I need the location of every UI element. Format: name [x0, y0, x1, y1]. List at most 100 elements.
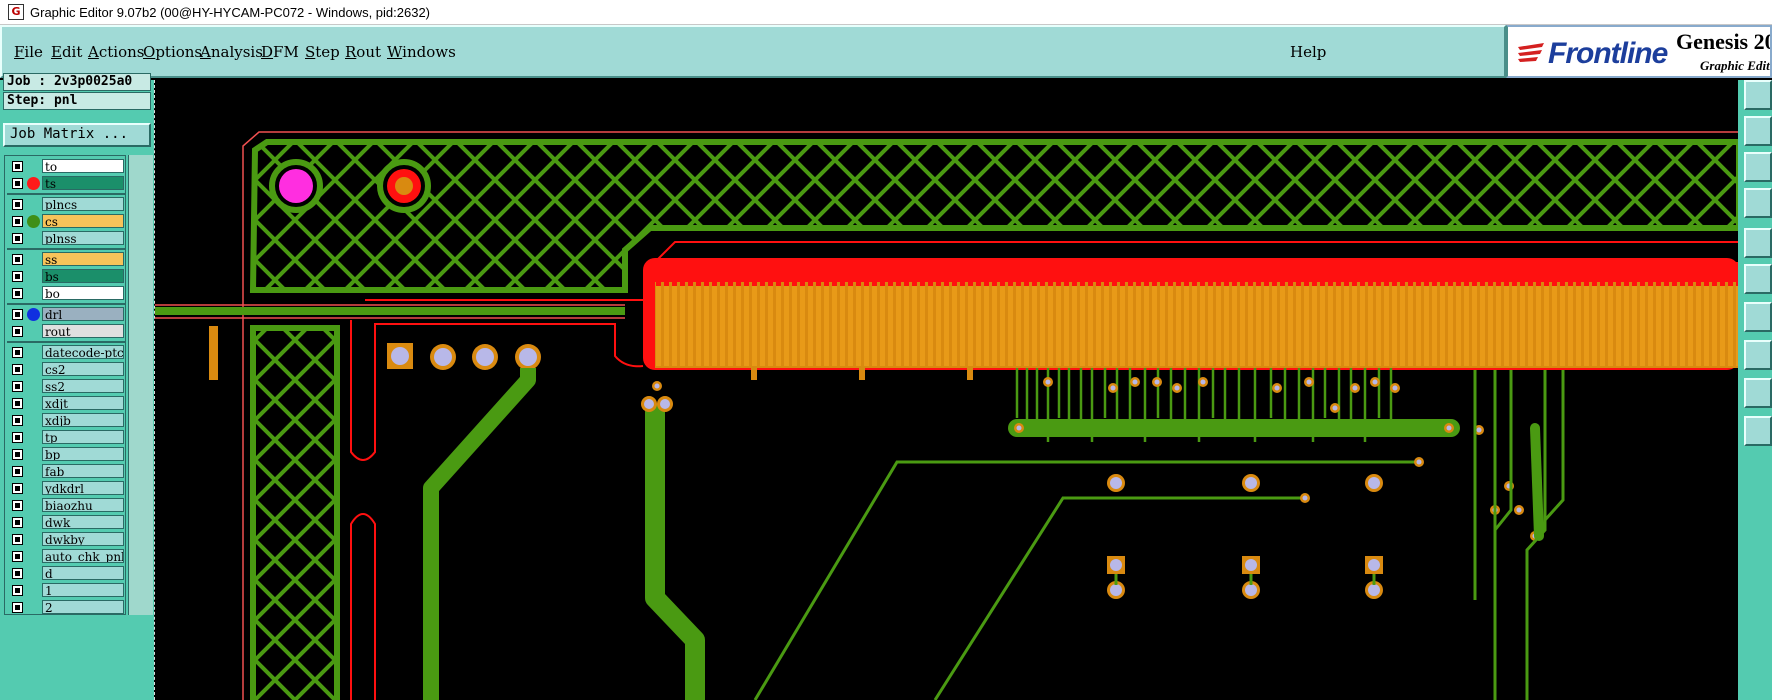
toolbar-button[interactable] — [1744, 302, 1772, 332]
layer-checkbox[interactable] — [12, 309, 23, 320]
layer-checkbox[interactable] — [12, 178, 23, 189]
layer-name[interactable]: ydkdrl — [42, 481, 124, 495]
menu-help[interactable]: Help — [1290, 43, 1327, 61]
layer-name[interactable]: ts — [42, 176, 124, 190]
layer-row[interactable]: dwkby — [7, 532, 125, 547]
layer-checkbox[interactable] — [12, 271, 23, 282]
toolbar-button[interactable] — [1744, 264, 1772, 294]
menu-actions[interactable]: Actions — [88, 43, 145, 61]
job-matrix-button[interactable]: Job Matrix ... — [3, 123, 151, 147]
layer-row[interactable]: dwk — [7, 515, 125, 530]
layer-row[interactable]: xdjb — [7, 413, 125, 428]
layer-checkbox[interactable] — [12, 517, 23, 528]
layer-checkbox[interactable] — [12, 199, 23, 210]
layer-name[interactable]: bs — [42, 269, 124, 283]
layer-checkbox[interactable] — [12, 415, 23, 426]
layer-row[interactable]: cs2 — [7, 362, 125, 377]
layer-checkbox[interactable] — [12, 347, 23, 358]
menu-edit[interactable]: Edit — [51, 43, 83, 61]
layer-name[interactable]: xdjt — [42, 396, 124, 410]
layer-name[interactable]: bp — [42, 447, 124, 461]
layer-row[interactable]: rout — [7, 324, 125, 339]
layer-name[interactable]: ss2 — [42, 379, 124, 393]
layer-name[interactable]: tp — [42, 430, 124, 444]
layer-name[interactable]: ss — [42, 252, 124, 266]
menu-windows[interactable]: Windows — [387, 43, 456, 61]
layer-checkbox[interactable] — [12, 551, 23, 562]
layer-checkbox[interactable] — [12, 288, 23, 299]
layer-row[interactable]: ss — [7, 252, 125, 267]
layer-checkbox[interactable] — [12, 432, 23, 443]
menu-step[interactable]: Step — [305, 43, 340, 61]
layer-row[interactable]: datecode-ptc — [7, 345, 125, 360]
layer-row[interactable]: to — [7, 159, 125, 174]
layer-list-scrollbar[interactable] — [128, 155, 153, 615]
layer-row[interactable]: 2 — [7, 600, 125, 615]
layer-row[interactable]: biaozhu — [7, 498, 125, 513]
layer-checkbox[interactable] — [12, 254, 23, 265]
layer-checkbox[interactable] — [12, 500, 23, 511]
layer-checkbox[interactable] — [12, 364, 23, 375]
menu-rout[interactable]: Rout — [345, 43, 382, 61]
layer-row[interactable]: bo — [7, 286, 125, 301]
pcb-graphics[interactable] — [155, 80, 1739, 700]
layer-row[interactable]: ts — [7, 176, 125, 191]
layer-name[interactable]: auto_chk_pnl — [42, 549, 124, 563]
layer-checkbox[interactable] — [12, 483, 23, 494]
menu-file[interactable]: File — [14, 43, 43, 61]
layer-row[interactable]: tp — [7, 430, 125, 445]
layer-name[interactable]: rout — [42, 324, 124, 338]
layer-row[interactable]: fab — [7, 464, 125, 479]
layer-name[interactable]: fab — [42, 464, 124, 478]
layer-name[interactable]: bo — [42, 286, 124, 300]
layer-checkbox[interactable] — [12, 568, 23, 579]
layer-checkbox[interactable] — [12, 466, 23, 477]
menu-options[interactable]: Options — [143, 43, 203, 61]
layer-name[interactable]: cs — [42, 214, 124, 228]
layer-checkbox[interactable] — [12, 585, 23, 596]
layer-row[interactable]: bp — [7, 447, 125, 462]
layer-row[interactable]: ss2 — [7, 379, 125, 394]
layer-row[interactable]: ydkdrl — [7, 481, 125, 496]
toolbar-button[interactable] — [1744, 116, 1772, 146]
layer-row[interactable]: d — [7, 566, 125, 581]
layer-checkbox[interactable] — [12, 216, 23, 227]
layer-name[interactable]: dwkby — [42, 532, 124, 546]
menu-dfm[interactable]: DFM — [261, 43, 299, 61]
layer-checkbox[interactable] — [12, 233, 23, 244]
menu-analysis[interactable]: Analysis — [200, 43, 263, 61]
layer-row[interactable]: 1 — [7, 583, 125, 598]
layer-checkbox[interactable] — [12, 398, 23, 409]
layer-checkbox[interactable] — [12, 534, 23, 545]
layer-row[interactable]: plnss — [7, 231, 125, 246]
toolbar-button[interactable] — [1744, 416, 1772, 446]
layer-checkbox[interactable] — [12, 381, 23, 392]
layer-name[interactable]: to — [42, 159, 124, 173]
layer-name[interactable]: datecode-ptc — [42, 345, 124, 359]
graphic-canvas[interactable] — [154, 80, 1739, 700]
layer-name[interactable]: xdjb — [42, 413, 124, 427]
layer-checkbox[interactable] — [12, 602, 23, 613]
toolbar-button[interactable] — [1744, 80, 1772, 110]
layer-row[interactable]: bs — [7, 269, 125, 284]
layer-name[interactable]: dwk — [42, 515, 124, 529]
layer-name[interactable]: cs2 — [42, 362, 124, 376]
layer-name[interactable]: 1 — [42, 583, 124, 597]
layer-name[interactable]: plnss — [42, 231, 124, 245]
layer-name[interactable]: d — [42, 566, 124, 580]
layer-row[interactable]: auto_chk_pnl — [7, 549, 125, 564]
layer-row[interactable]: cs — [7, 214, 125, 229]
layer-name[interactable]: drl — [42, 307, 124, 321]
layer-checkbox[interactable] — [12, 326, 23, 337]
layer-name[interactable]: plncs — [42, 197, 124, 211]
toolbar-button[interactable] — [1744, 188, 1772, 218]
toolbar-button[interactable] — [1744, 152, 1772, 182]
layer-row[interactable]: drl — [7, 307, 125, 322]
toolbar-button[interactable] — [1744, 340, 1772, 370]
layer-name[interactable]: biaozhu — [42, 498, 124, 512]
layer-row[interactable]: xdjt — [7, 396, 125, 411]
layer-checkbox[interactable] — [12, 161, 23, 172]
toolbar-button[interactable] — [1744, 378, 1772, 408]
layer-checkbox[interactable] — [12, 449, 23, 460]
toolbar-button[interactable] — [1744, 228, 1772, 258]
